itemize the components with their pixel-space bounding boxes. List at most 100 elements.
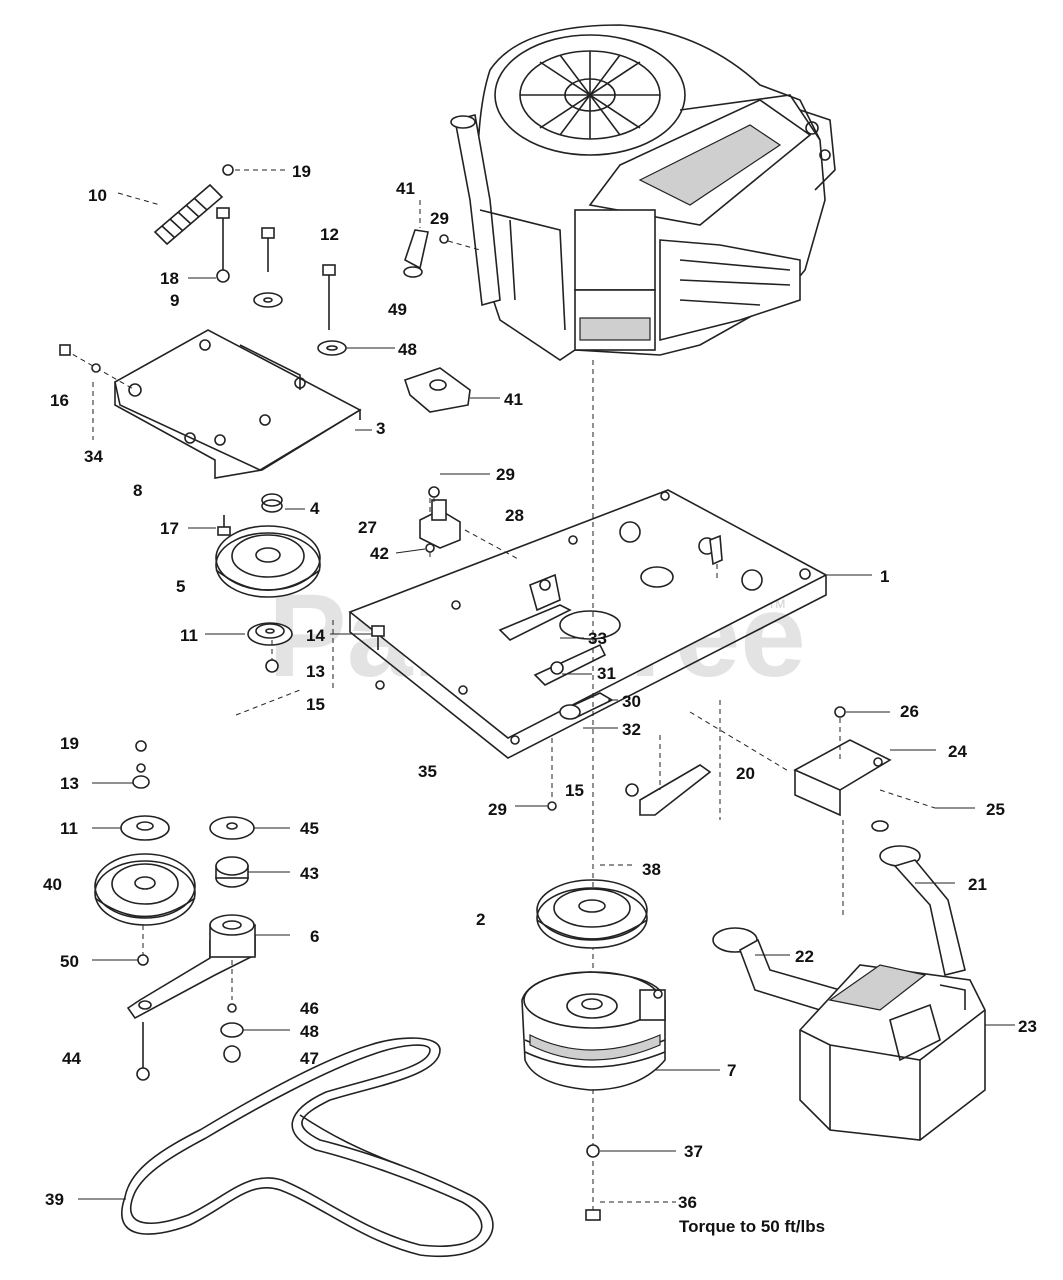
- callout-49: 49: [388, 300, 407, 319]
- callout-11-lower: 11: [60, 819, 78, 838]
- callout-44: 44: [62, 1049, 81, 1068]
- callout-22: 22: [795, 947, 814, 966]
- nut-29-lower: [547, 801, 557, 811]
- crank-pulley-2: [536, 879, 648, 949]
- idler-pulley-5: [215, 525, 321, 598]
- callout-13-upper: 13: [306, 662, 325, 681]
- callout-27: 27: [358, 518, 377, 537]
- callout-24: 24: [948, 742, 967, 761]
- callout-40: 40: [43, 875, 62, 894]
- callout-15-upper: 15: [306, 695, 325, 714]
- callout-3: 3: [376, 419, 385, 438]
- callout-36: 36: [678, 1193, 697, 1212]
- washer-45: [209, 816, 255, 840]
- washer-48-top: [317, 340, 347, 356]
- bracket-24: [793, 706, 892, 817]
- callout-43: 43: [300, 864, 319, 883]
- callout-34: 34: [84, 447, 103, 466]
- callout-labels: 1 2 3 4 5 6 7 8 9 10 11 11 12 13 13 14 1…: [43, 162, 1037, 1212]
- pto-clutch-7: [521, 971, 666, 1091]
- nut-13-upper: [265, 659, 279, 673]
- callout-21: 21: [968, 875, 987, 894]
- nut-29-top: [439, 234, 449, 244]
- callout-41-upper: 41: [396, 179, 415, 198]
- bolt-44: [136, 1022, 150, 1081]
- callout-30: 30: [622, 692, 641, 711]
- muffler-23: [799, 964, 986, 1141]
- fitting-41-lower: [403, 367, 500, 413]
- callout-29-top: 29: [430, 209, 449, 228]
- callout-50: 50: [60, 952, 79, 971]
- callout-23: 23: [1018, 1017, 1037, 1036]
- washer-small: [136, 763, 146, 773]
- callout-20: 20: [736, 764, 755, 783]
- callout-46: 46: [300, 999, 319, 1018]
- callout-29-middle: 29: [496, 465, 515, 484]
- callout-48-lower: 48: [300, 1022, 319, 1041]
- callout-42: 42: [370, 544, 389, 563]
- callout-2: 2: [476, 910, 485, 929]
- spring-10: [153, 183, 224, 246]
- nut-19-lower: [135, 740, 147, 752]
- nut-13-lower: [132, 775, 150, 789]
- callout-41-lower: 41: [504, 390, 523, 409]
- bolt-17: [217, 515, 231, 536]
- torque-note: Torque to 50 ft/lbs: [679, 1217, 825, 1236]
- nut-47: [223, 1045, 241, 1063]
- callout-19-lower: 19: [60, 734, 79, 753]
- callout-17: 17: [160, 519, 179, 538]
- callout-28: 28: [505, 506, 524, 525]
- callout-47: 47: [300, 1049, 319, 1068]
- callout-31: 31: [597, 664, 616, 683]
- sensor-27: [419, 486, 521, 561]
- callout-15-lower: 15: [565, 781, 584, 800]
- idler-arm-6: [126, 914, 290, 1020]
- engine: [450, 24, 836, 361]
- drive-belt-39: [121, 1037, 494, 1258]
- washer-46: [227, 1003, 237, 1013]
- bolt-stud: [871, 820, 889, 832]
- rod-15: [625, 735, 712, 816]
- callout-45: 45: [300, 819, 319, 838]
- callout-13-lower: 13: [60, 774, 79, 793]
- callout-32: 32: [622, 720, 641, 739]
- bracket-3: [114, 329, 362, 479]
- callout-37: 37: [684, 1142, 703, 1161]
- callout-16: 16: [50, 391, 69, 410]
- callout-39: 39: [45, 1190, 64, 1209]
- bolt-9: [216, 207, 230, 283]
- bolt-25: [879, 789, 975, 809]
- engine-plate-1: [348, 489, 828, 759]
- bolt-14: [371, 625, 385, 650]
- callout-6: 6: [310, 927, 319, 946]
- nut-19: [222, 164, 234, 176]
- callout-5: 5: [176, 577, 185, 596]
- callout-18: 18: [160, 269, 179, 288]
- washer-37: [586, 1144, 600, 1158]
- callout-10: 10: [88, 186, 107, 205]
- exhaust-pipe-22: [712, 927, 842, 1011]
- bolt-12: [253, 227, 336, 330]
- spacer-4: [261, 493, 283, 513]
- bushing-50: [137, 954, 149, 966]
- washer-11-upper: [247, 622, 293, 646]
- callout-7: 7: [727, 1061, 736, 1080]
- callout-29-lower: 29: [488, 800, 507, 819]
- fitting-41-upper: [403, 200, 429, 278]
- callout-14: 14: [306, 626, 325, 645]
- callout-38: 38: [642, 860, 661, 879]
- callout-8: 8: [133, 481, 142, 500]
- callout-11-upper: 11: [180, 626, 198, 645]
- callout-35: 35: [418, 762, 437, 781]
- callout-26: 26: [900, 702, 919, 721]
- callout-19-upper: 19: [292, 162, 311, 181]
- idler-pulley-40: [94, 853, 196, 926]
- bolt-16: [59, 344, 101, 373]
- callout-48-top: 48: [398, 340, 417, 359]
- bushing-43: [215, 856, 290, 888]
- callout-9: 9: [170, 291, 179, 310]
- bolt-36: [585, 1209, 601, 1221]
- callout-12: 12: [320, 225, 339, 244]
- callout-33: 33: [588, 629, 607, 648]
